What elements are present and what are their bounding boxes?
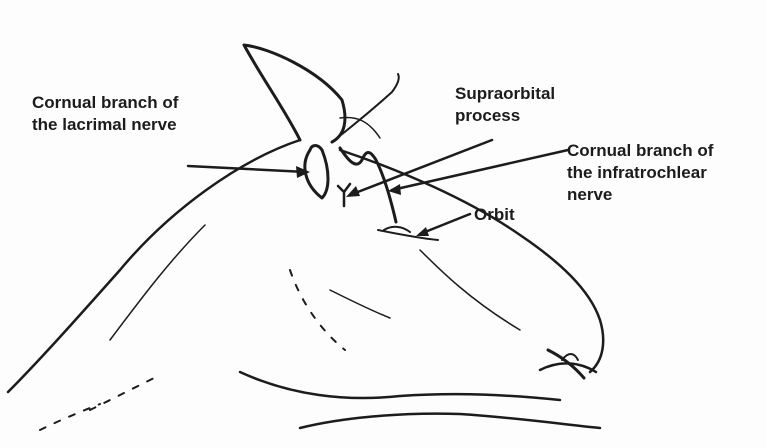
- fur-marks: [40, 270, 345, 430]
- label-infratrochlear-nerve: Cornual branch of the infratrochlear ner…: [567, 140, 713, 206]
- label-infratrochlear-line3: nerve: [567, 184, 713, 206]
- neck-back-line: [8, 140, 300, 392]
- label-orbit-line1: Orbit: [474, 204, 515, 226]
- label-infratrochlear-line1: Cornual branch of: [567, 140, 713, 162]
- label-supraorbital-process: Supraorbital process: [455, 83, 555, 127]
- label-infratrochlear-line2: the infratrochlear: [567, 162, 713, 184]
- chin-line: [540, 363, 596, 372]
- supraorbital-arrow: [350, 140, 492, 195]
- jaw-line: [240, 372, 560, 400]
- label-lacrimal-line1: Cornual branch of: [32, 92, 178, 114]
- label-lacrimal-nerve: Cornual branch of the lacrimal nerve: [32, 92, 178, 136]
- label-orbit: Orbit: [474, 204, 515, 226]
- neck-inner-line: [110, 225, 205, 340]
- cheek-line: [330, 290, 390, 318]
- label-supraorbital-line2: process: [455, 105, 555, 127]
- label-lacrimal-line2: the lacrimal nerve: [32, 114, 178, 136]
- lacrimal-arrow: [188, 166, 306, 172]
- lower-jaw-line: [300, 414, 600, 428]
- orbit-arrow: [420, 214, 470, 234]
- horn-outline: [244, 45, 345, 142]
- face-contour: [420, 250, 520, 330]
- label-supraorbital-line1: Supraorbital: [455, 83, 555, 105]
- infratrochlear-arrow: [392, 150, 568, 190]
- orbit-outline: [378, 227, 438, 240]
